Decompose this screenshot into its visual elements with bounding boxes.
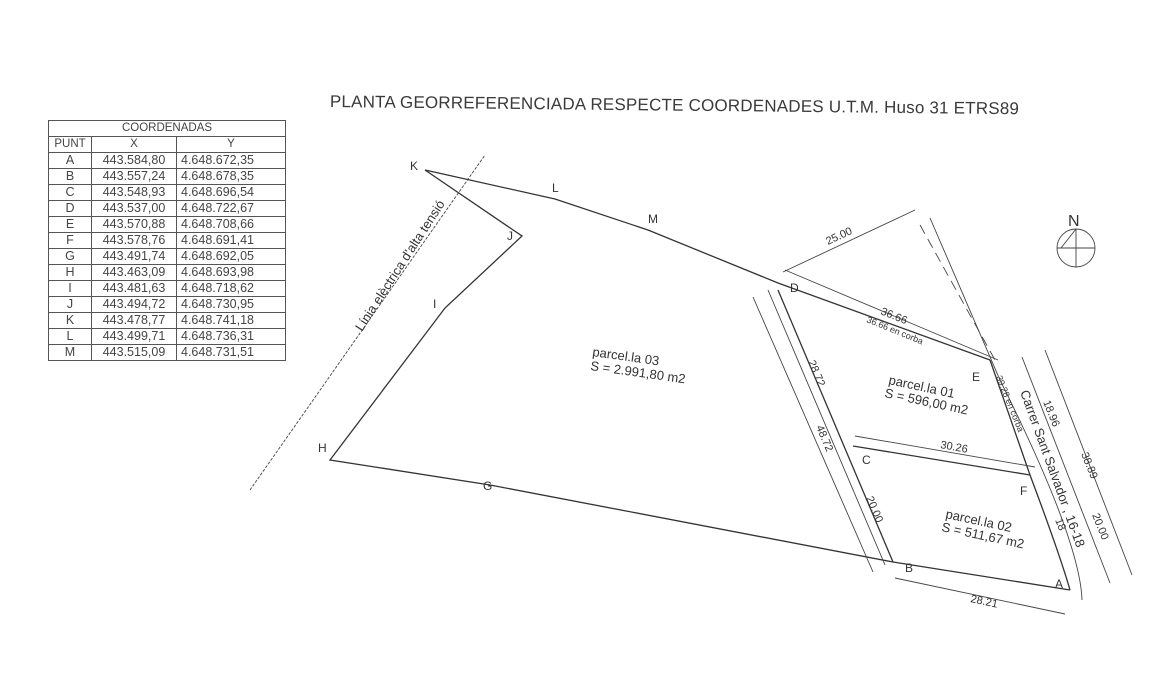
dashed-alignment [919,224,996,361]
cell-y: 4.648.730,95 [176,296,286,313]
point-label-k: K [410,159,418,173]
parcel-01-02-divider [852,445,1031,476]
cell-y: 4.648.718,62 [176,280,286,297]
cell-y: 4.648.731,51 [176,344,286,361]
north-boundary [424,169,991,361]
cell-y: 4.648.692,05 [176,248,286,265]
cell-punt: M [48,344,92,361]
point-label-l: L [552,181,559,195]
dimension-4872 [752,296,874,573]
dimension-3889 [1044,349,1133,576]
dim-18: 18 [1052,517,1068,533]
cell-y: 4.648.722,67 [176,200,286,217]
cell-x: 443.557,24 [91,168,177,185]
point-label-j: J [507,229,513,243]
point-label-a: A [1055,577,1063,591]
dim-2872: 28.72 [805,358,827,388]
dimension-25 [782,209,916,273]
north-arrow-icon: N [1056,213,1096,268]
dimension-3666 [784,269,999,361]
point-label-b: B [905,561,913,575]
dim-3889: 38.89 [1078,451,1099,481]
point-label-c: C [862,453,871,467]
point-label-f: F [1020,484,1027,498]
dim-25: 25.00 [824,225,854,248]
dim-3026: 30.26 [939,439,968,456]
power-line [249,154,486,491]
cell-x: 443.478,77 [91,312,177,329]
parcel-03-east-boundary [777,289,894,563]
parcel-02-label: parcel.la 02 S = 511,67 m2 [940,506,1025,551]
dimension-1896-2000 [1021,356,1111,584]
point-label-d: D [790,281,799,295]
cell-x: 443.548,93 [91,184,177,201]
dim-2821: 28.21 [969,593,998,610]
cell-x: 443.515,09 [91,344,177,361]
cell-y: 4.648.708,66 [176,216,286,233]
street-boundary [989,359,1071,591]
cell-x: 443.499,71 [91,328,177,345]
street-edge [929,217,1083,601]
point-label-i: I [433,297,436,311]
power-line-label: Línia elèctrica d'alta tensió [352,197,448,333]
dim-4872: 48.72 [813,423,835,453]
point-label-h: H [318,441,327,455]
dimension-2872 [767,289,886,566]
point-label-e: E [972,370,980,384]
parcel-01-label: parcel.la 01 S = 596,00 m2 [883,372,969,417]
cell-y: 4.648.696,54 [176,184,286,201]
point-label-g: G [483,479,492,493]
cell-x: 443.570,88 [91,216,177,233]
cell-y: 4.648.678,35 [176,168,286,185]
dim-2000-west: 20.00 [863,494,885,524]
point-label-m: M [648,212,658,226]
cell-x: 443.537,00 [91,200,177,217]
north-label: N [1068,213,1080,230]
dimension-3026 [854,435,1036,468]
parcel-03-label: parcel.la 03 S = 2.991,80 m2 [590,344,687,386]
cell-y: 4.648.736,31 [176,328,286,345]
dimension-2821 [894,577,1066,615]
